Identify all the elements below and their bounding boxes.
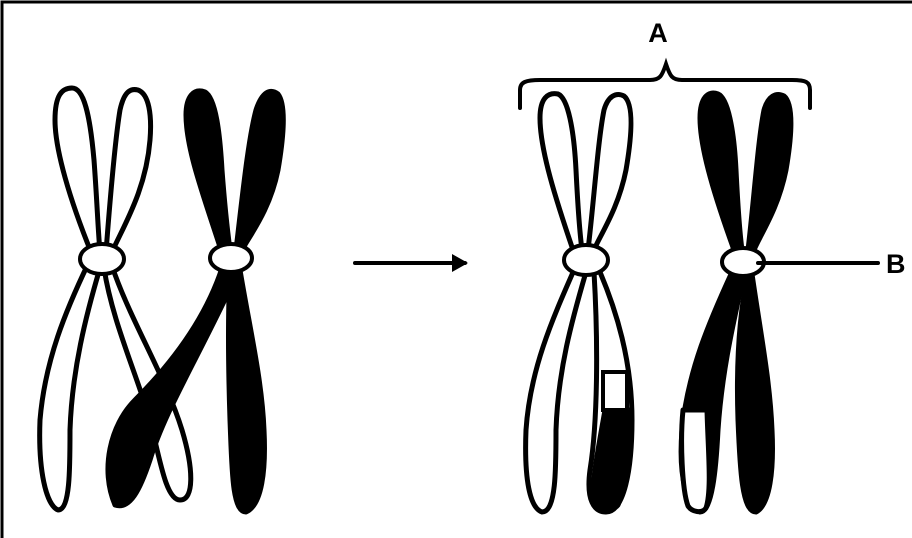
black-lower-right-arm — [229, 270, 265, 512]
black-centromere-before — [210, 244, 252, 272]
label-a-group: A — [520, 18, 810, 108]
black-upper-left-arm-after — [700, 93, 742, 250]
white-upper-left-arm — [55, 88, 100, 252]
white-upper-right-arm — [106, 90, 151, 252]
white-crossover-segment-on-black — [682, 410, 710, 512]
white-centromere-before — [80, 244, 124, 274]
before-crossing-over — [40, 88, 284, 512]
label-b: B — [886, 249, 906, 279]
white-gap-segment — [603, 372, 627, 410]
arrowhead — [452, 254, 468, 272]
label-a: A — [648, 18, 668, 48]
after-crossing-over — [526, 93, 791, 512]
white-upper-left-arm-after — [540, 94, 582, 250]
label-b-group: B — [758, 249, 906, 279]
white-lower-left-arm — [40, 264, 100, 510]
black-upper-left-arm — [186, 91, 230, 250]
white-lower-left-arm-after — [526, 270, 586, 512]
white-centromere-after — [564, 245, 608, 275]
white-chromosome-after — [526, 94, 632, 512]
process-arrow — [355, 254, 468, 272]
black-upper-right-arm — [236, 91, 283, 250]
black-lower-right-arm-after — [737, 274, 772, 512]
black-chromosome-after — [681, 93, 791, 512]
black-upper-right-arm-after — [748, 95, 791, 250]
white-upper-right-arm-after — [588, 95, 631, 250]
